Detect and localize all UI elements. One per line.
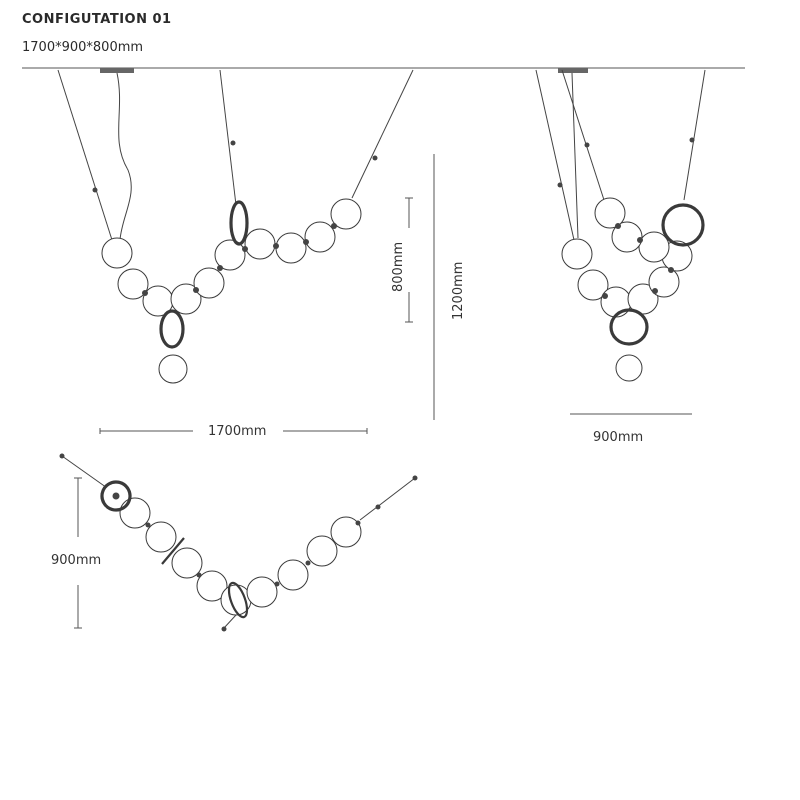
front-ring-vertical (229, 200, 249, 246)
front-wire-knob (92, 187, 98, 193)
side-wire (683, 69, 706, 201)
plan-ring-cross (161, 537, 185, 565)
side-joint (602, 293, 608, 299)
plan-wire-knob (375, 504, 381, 510)
side-joint (637, 237, 643, 243)
side-power-cable (571, 72, 579, 239)
plan-globe (277, 559, 309, 591)
side-ring-lower (609, 308, 649, 346)
plan-wire-end (412, 475, 418, 481)
plan-globe (196, 570, 228, 602)
plan-depth-dimension: 900mm (51, 477, 101, 629)
front-joint (193, 287, 199, 293)
height-1200-dimension: 1200mm (433, 154, 466, 420)
plan-ring-bottom (227, 581, 249, 619)
side-joint (668, 267, 674, 273)
front-joint (273, 243, 279, 249)
plan-bottom-wire (223, 614, 237, 629)
overall-size: 1700*900*800mm (22, 40, 144, 55)
front-wire-knob (230, 140, 236, 146)
side-globe (611, 221, 643, 253)
front-globe (244, 228, 276, 260)
side-joint (615, 223, 621, 229)
front-view (57, 68, 414, 384)
plan-depth-label: 900mm (51, 553, 101, 568)
front-globe (101, 237, 133, 269)
plan-joint (145, 522, 151, 528)
height-800-label: 800mm (391, 242, 406, 292)
plan-canopy-dot (112, 492, 120, 500)
config-title: CONFIGUTATION 01 (22, 12, 172, 27)
side-wire (535, 69, 575, 241)
front-globe-hanging (158, 354, 188, 384)
plan-globe (119, 497, 151, 529)
front-ring-lower (159, 309, 185, 349)
front-joint (331, 223, 337, 229)
plan-joint (305, 560, 311, 566)
front-globe (304, 221, 336, 253)
side-canopy (558, 68, 588, 73)
front-width-dimension: 1700mm (99, 424, 368, 439)
plan-globe (246, 576, 278, 608)
side-joint (652, 288, 658, 294)
plan-ring-end (100, 480, 132, 512)
plan-globe (306, 535, 338, 567)
side-wire-knob (557, 182, 563, 188)
front-width-label: 1700mm (208, 424, 266, 439)
front-joint (303, 239, 309, 245)
height-1200-label: 1200mm (451, 262, 466, 320)
side-wire-knob (689, 137, 695, 143)
side-globe (594, 197, 626, 229)
front-globe (193, 267, 225, 299)
plan-globe (145, 521, 177, 553)
side-width-dimension: 900mm (570, 413, 692, 445)
side-wire (561, 69, 605, 201)
front-joint (217, 265, 223, 271)
front-globe (117, 268, 149, 300)
side-ring-large (661, 203, 705, 247)
plan-joint (196, 572, 202, 578)
front-wire-right (351, 69, 414, 199)
plan-joint (355, 520, 361, 526)
front-globe (214, 239, 246, 271)
front-power-cable (116, 72, 132, 241)
front-wire-middle (219, 69, 237, 206)
plan-globe (330, 516, 362, 548)
side-globe-hanging (615, 354, 643, 382)
front-wire-knob (372, 155, 378, 161)
plan-wire-left (61, 455, 111, 491)
side-view (535, 68, 706, 382)
plan-wire-right (359, 477, 416, 521)
plan-wire-end (59, 453, 65, 459)
height-800-dimension: 800mm (391, 197, 413, 323)
side-globe (638, 231, 670, 263)
front-joint (142, 290, 148, 296)
plan-globe (171, 547, 203, 579)
side-globe (600, 286, 632, 318)
front-globe (330, 198, 362, 230)
front-globe (275, 232, 307, 264)
front-wire-left (57, 69, 113, 241)
front-joint (242, 246, 248, 252)
plan-joint (274, 581, 280, 587)
side-width-label: 900mm (593, 430, 643, 445)
side-wire-knob (584, 142, 590, 148)
side-globe (577, 269, 609, 301)
side-globe (561, 238, 593, 270)
front-canopy (100, 68, 134, 73)
plan-bottom-wire-end (221, 626, 227, 632)
plan-view (59, 453, 418, 632)
